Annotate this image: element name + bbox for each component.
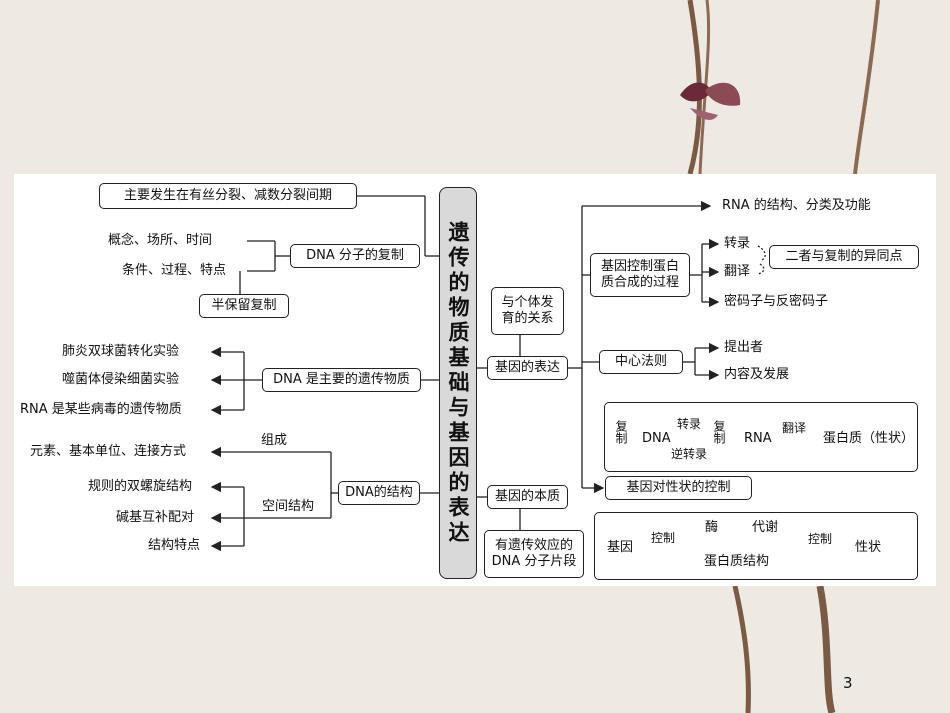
control-enzyme: 酶 [705, 520, 719, 535]
dogma-replicate-left: 复制 [614, 420, 628, 444]
content-item: 内容及发展 [724, 367, 790, 382]
codon-item: 密码子与反密码子 [724, 294, 829, 309]
spatial-item-1: 规则的双螺旋结构 [88, 479, 193, 494]
composition-label: 组成 [261, 433, 288, 448]
trait-control-box: 基因对性状的控制 [605, 476, 752, 500]
main-material-item-1: 肺炎双球菌转化实验 [62, 344, 180, 359]
replication-note-box: 主要发生在有丝分裂、减数分裂间期 [99, 183, 357, 209]
compare-label: 二者与复制的异同点 [785, 249, 903, 264]
dogma-label: 中心法则 [614, 354, 667, 369]
control-metabolism: 代谢 [752, 520, 779, 535]
relation-label: 与个体发育的关系 [501, 295, 554, 326]
spatial-label: 空间结构 [262, 499, 315, 514]
control-diagram-box [594, 512, 918, 580]
dogma-diagram-box [604, 402, 918, 472]
control-protein-structure: 蛋白质结构 [704, 554, 770, 569]
translation-item: 翻译 [724, 264, 751, 279]
main-material-box: DNA 是主要的遗传物质 [262, 368, 421, 392]
dogma-transcribe: 转录 [677, 417, 702, 431]
dogma-box: 中心法则 [599, 350, 683, 374]
structure-label: DNA的结构 [345, 485, 413, 500]
compare-box: 二者与复制的异同点 [769, 245, 919, 269]
expression-label: 基因的表达 [494, 360, 560, 375]
relation-box: 与个体发育的关系 [491, 287, 564, 335]
transcription-item: 转录 [724, 236, 751, 251]
replication-feature: 半保留复制 [211, 298, 277, 313]
main-material-item-2: 噬菌体侵染细菌实验 [62, 372, 180, 387]
spatial-item-2: 碱基互补配对 [116, 510, 195, 525]
control-label-1: 控制 [651, 531, 676, 545]
page-number: 3 [843, 674, 853, 692]
main-material-label: DNA 是主要的遗传物质 [273, 372, 410, 387]
essence-box: 基因的本质 [487, 485, 568, 509]
rna-item: RNA 的结构、分类及功能 [722, 198, 871, 213]
spatial-item-3: 结构特点 [148, 538, 201, 553]
replication-box: DNA 分子的复制 [290, 244, 420, 268]
replication-label: DNA 分子的复制 [306, 248, 404, 263]
essence-note-box: 有遗传效应的DNA 分子片段 [484, 530, 584, 578]
replication-feature-box: 半保留复制 [199, 294, 289, 318]
dogma-replicate-right: 复制 [712, 420, 726, 444]
center-title-box: 遗传的物质基础与基因的表达 [439, 187, 477, 579]
proposer-item: 提出者 [724, 340, 764, 355]
dogma-reverse: 逆转录 [671, 447, 708, 461]
dogma-rna: RNA [744, 431, 772, 446]
trait-control-label: 基因对性状的控制 [626, 480, 731, 495]
dogma-dna: DNA [642, 431, 671, 446]
replication-item-2: 条件、过程、特点 [122, 263, 227, 278]
center-title: 遗传的物质基础与基因的表达 [446, 220, 471, 546]
protein-synthesis-label: 基因控制蛋白质合成的过程 [600, 259, 679, 290]
dogma-translate: 翻译 [782, 421, 807, 435]
expression-box: 基因的表达 [487, 356, 568, 380]
replication-note: 主要发生在有丝分裂、减数分裂间期 [123, 188, 332, 203]
protein-synthesis-box: 基因控制蛋白质合成的过程 [590, 253, 690, 297]
composition-item: 元素、基本单位、连接方式 [30, 444, 187, 459]
structure-box: DNA的结构 [338, 481, 420, 505]
essence-label: 基因的本质 [494, 489, 560, 504]
essence-note: 有遗传效应的DNA 分子片段 [491, 538, 577, 569]
control-trait: 性状 [855, 540, 882, 555]
main-material-item-3: RNA 是某些病毒的遗传物质 [20, 402, 182, 417]
dogma-protein: 蛋白质（性状） [823, 431, 915, 446]
replication-item-1: 概念、场所、时间 [108, 233, 213, 248]
control-gene: 基因 [607, 540, 634, 555]
control-label-2: 控制 [808, 532, 833, 546]
